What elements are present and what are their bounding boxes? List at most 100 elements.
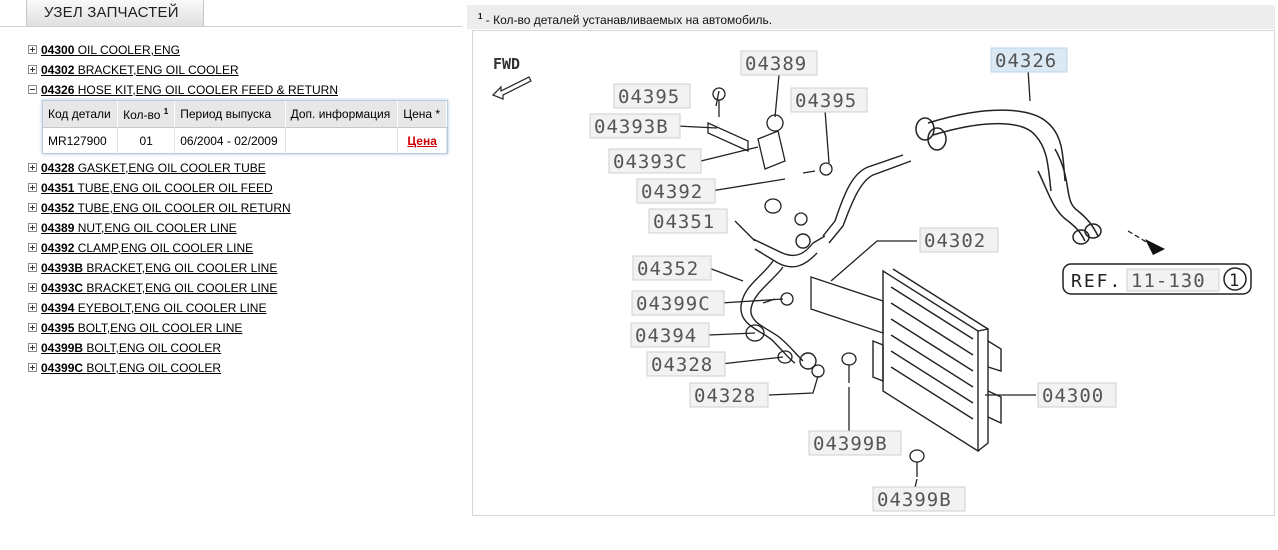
diagram-labels: 04326 04389 04395 04395 04393B 04393C 04… [589, 47, 1117, 512]
expand-icon[interactable] [28, 263, 37, 273]
tree-item-04394[interactable]: 04394 EYEBOLT,ENG OIL COOLER LINE [28, 298, 448, 318]
diagram-label-04300[interactable]: 04300 [1042, 385, 1104, 407]
tree-item-04399b[interactable]: 04399B BOLT,ENG OIL COOLER [28, 338, 448, 358]
price-link[interactable]: Цена [407, 133, 437, 148]
diagram-label-04302[interactable]: 04302 [924, 230, 986, 252]
part-code: 04392 [41, 241, 75, 255]
tree-item-04351[interactable]: 04351 TUBE,ENG OIL COOLER OIL FEED [28, 178, 448, 198]
part-name: NUT,ENG OIL COOLER LINE [77, 221, 237, 235]
part-code: 04393B [41, 261, 84, 275]
ref-arrow-icon [1145, 239, 1165, 255]
small-parts-drawing [707, 87, 925, 477]
tree-item-04393c[interactable]: 04393C BRACKET,ENG OIL COOLER LINE [28, 278, 448, 298]
cell-part-code: MR127900 [43, 127, 119, 153]
part-name: EYEBOLT,ENG OIL COOLER LINE [77, 301, 267, 315]
ref-code[interactable]: 11-130 [1131, 270, 1206, 292]
tree-item-link[interactable]: 04392 CLAMP,ENG OIL COOLER LINE [41, 241, 253, 255]
tree-item-link[interactable]: 04351 TUBE,ENG OIL COOLER OIL FEED [41, 181, 273, 195]
footnote-mark: 1 [478, 12, 483, 21]
tree-item-04392[interactable]: 04392 CLAMP,ENG OIL COOLER LINE [28, 238, 448, 258]
tree-item-link[interactable]: 04352 TUBE,ENG OIL COOLER OIL RETURN [41, 201, 291, 215]
expand-icon[interactable] [28, 183, 37, 193]
expand-icon[interactable] [28, 303, 37, 313]
collapse-icon[interactable] [28, 85, 37, 95]
tree-item-04393b[interactable]: 04393B BRACKET,ENG OIL COOLER LINE [28, 258, 448, 278]
diagram-label-04394[interactable]: 04394 [635, 325, 697, 347]
part-code: 04399B [41, 341, 84, 355]
part-code: 04389 [41, 221, 75, 235]
diagram-label-04399b-1[interactable]: 04399B [813, 433, 888, 455]
tree-item-04300[interactable]: 04300 OIL COOLER,ENG [28, 40, 448, 60]
diagram-label-04352[interactable]: 04352 [637, 258, 699, 280]
tree-item-04302[interactable]: 04302 BRACKET,ENG OIL COOLER [28, 60, 448, 80]
col-period: Период выпуска [174, 101, 286, 128]
cell-price: Цена [397, 127, 447, 153]
part-code: 04351 [41, 181, 75, 195]
tree-item-04326[interactable]: 04326 HOSE KIT,ENG OIL COOLER FEED & RET… [28, 80, 448, 100]
diagram-label-04389[interactable]: 04389 [745, 53, 807, 75]
diagram-label-04393b[interactable]: 04393B [594, 116, 669, 138]
tree-item-link[interactable]: 04328 GASKET,ENG OIL COOLER TUBE [41, 161, 266, 175]
tree-item-link[interactable]: 04394 EYEBOLT,ENG OIL COOLER LINE [41, 301, 266, 315]
diagram-label-04392[interactable]: 04392 [641, 181, 703, 203]
part-code: 04394 [41, 301, 75, 315]
tree-item-04328[interactable]: 04328 GASKET,ENG OIL COOLER TUBE [28, 158, 448, 178]
diagram-label-04326[interactable]: 04326 [995, 50, 1057, 72]
expand-icon[interactable] [28, 283, 37, 293]
tree-item-link[interactable]: 04300 OIL COOLER,ENG [41, 43, 180, 57]
tree-item-link[interactable]: 04326 HOSE KIT,ENG OIL COOLER FEED & RET… [41, 83, 338, 97]
diagram-label-04399c[interactable]: 04399C [636, 293, 711, 315]
part-name: BRACKET,ENG OIL COOLER LINE [86, 261, 278, 275]
part-code: 04352 [41, 201, 75, 215]
expand-icon[interactable] [28, 163, 37, 173]
hose-kit-drawing [915, 109, 1102, 245]
tree-item-link[interactable]: 04393B BRACKET,ENG OIL COOLER LINE [41, 261, 277, 275]
col-qty-sup: 1 [163, 106, 169, 116]
expand-icon[interactable] [28, 363, 37, 373]
cell-qty: 01 [117, 127, 176, 153]
ref-prefix: REF. [1071, 271, 1122, 292]
diagram-label-04399b-2[interactable]: 04399B [877, 489, 952, 511]
part-name: BRACKET,ENG OIL COOLER [77, 63, 239, 77]
expand-icon[interactable] [28, 323, 37, 333]
tree-item-04395[interactable]: 04395 BOLT,ENG OIL COOLER LINE [28, 318, 448, 338]
part-code: 04393C [41, 281, 84, 295]
col-qty-label: Кол-во [123, 107, 161, 122]
part-name: OIL COOLER,ENG [77, 43, 180, 57]
tree-item-04389[interactable]: 04389 NUT,ENG OIL COOLER LINE [28, 218, 448, 238]
tree-item-link[interactable]: 04399B BOLT,ENG OIL COOLER [41, 341, 221, 355]
expand-icon[interactable] [28, 223, 37, 233]
diagram-svg: FWD REF. 11-130 1 [491, 47, 1252, 512]
expand-icon[interactable] [28, 343, 37, 353]
part-name: BOLT,ENG OIL COOLER LINE [77, 321, 243, 335]
part-code: 04326 [41, 83, 75, 97]
diagram-label-04393c[interactable]: 04393C [613, 151, 688, 173]
leader-lines [676, 68, 1036, 497]
diagram-label-04351[interactable]: 04351 [653, 211, 715, 233]
col-info: Доп. информация [285, 101, 399, 128]
tree-item-04399c[interactable]: 04399C BOLT,ENG OIL COOLER [28, 358, 448, 378]
expand-icon[interactable] [28, 203, 37, 213]
col-price: Цена * [397, 101, 447, 128]
tree-item-link[interactable]: 04302 BRACKET,ENG OIL COOLER [41, 63, 239, 77]
part-code: 04302 [41, 63, 75, 77]
diagram-label-04395-a[interactable]: 04395 [618, 86, 680, 108]
tree-item-04352[interactable]: 04352 TUBE,ENG OIL COOLER OIL RETURN [28, 198, 448, 218]
parts-tab[interactable]: УЗЕЛ ЗАПЧАСТЕЙ [26, 0, 204, 27]
tree-item-link[interactable]: 04399C BOLT,ENG OIL COOLER [41, 361, 221, 375]
part-name: GASKET,ENG OIL COOLER TUBE [77, 161, 266, 175]
qty-footnote: 1 - Кол-во деталей устанавливаемых на ав… [467, 5, 1275, 29]
tree-item-link[interactable]: 04389 NUT,ENG OIL COOLER LINE [41, 221, 237, 235]
expand-icon[interactable] [28, 45, 37, 55]
expand-icon[interactable] [28, 65, 37, 75]
tree-item-link[interactable]: 04393C BRACKET,ENG OIL COOLER LINE [41, 281, 277, 295]
diagram-label-04328-a[interactable]: 04328 [651, 354, 713, 376]
parts-panel: УЗЕЛ ЗАПЧАСТЕЙ 04300 OIL COOLER,ENG 04302… [0, 0, 462, 550]
fwd-label: FWD [493, 55, 520, 73]
cell-info [285, 127, 399, 153]
expand-icon[interactable] [28, 243, 37, 253]
tree-item-link[interactable]: 04395 BOLT,ENG OIL COOLER LINE [41, 321, 242, 335]
diagram-label-04395-b[interactable]: 04395 [795, 90, 857, 112]
diagram-label-04328-b[interactable]: 04328 [694, 385, 756, 407]
